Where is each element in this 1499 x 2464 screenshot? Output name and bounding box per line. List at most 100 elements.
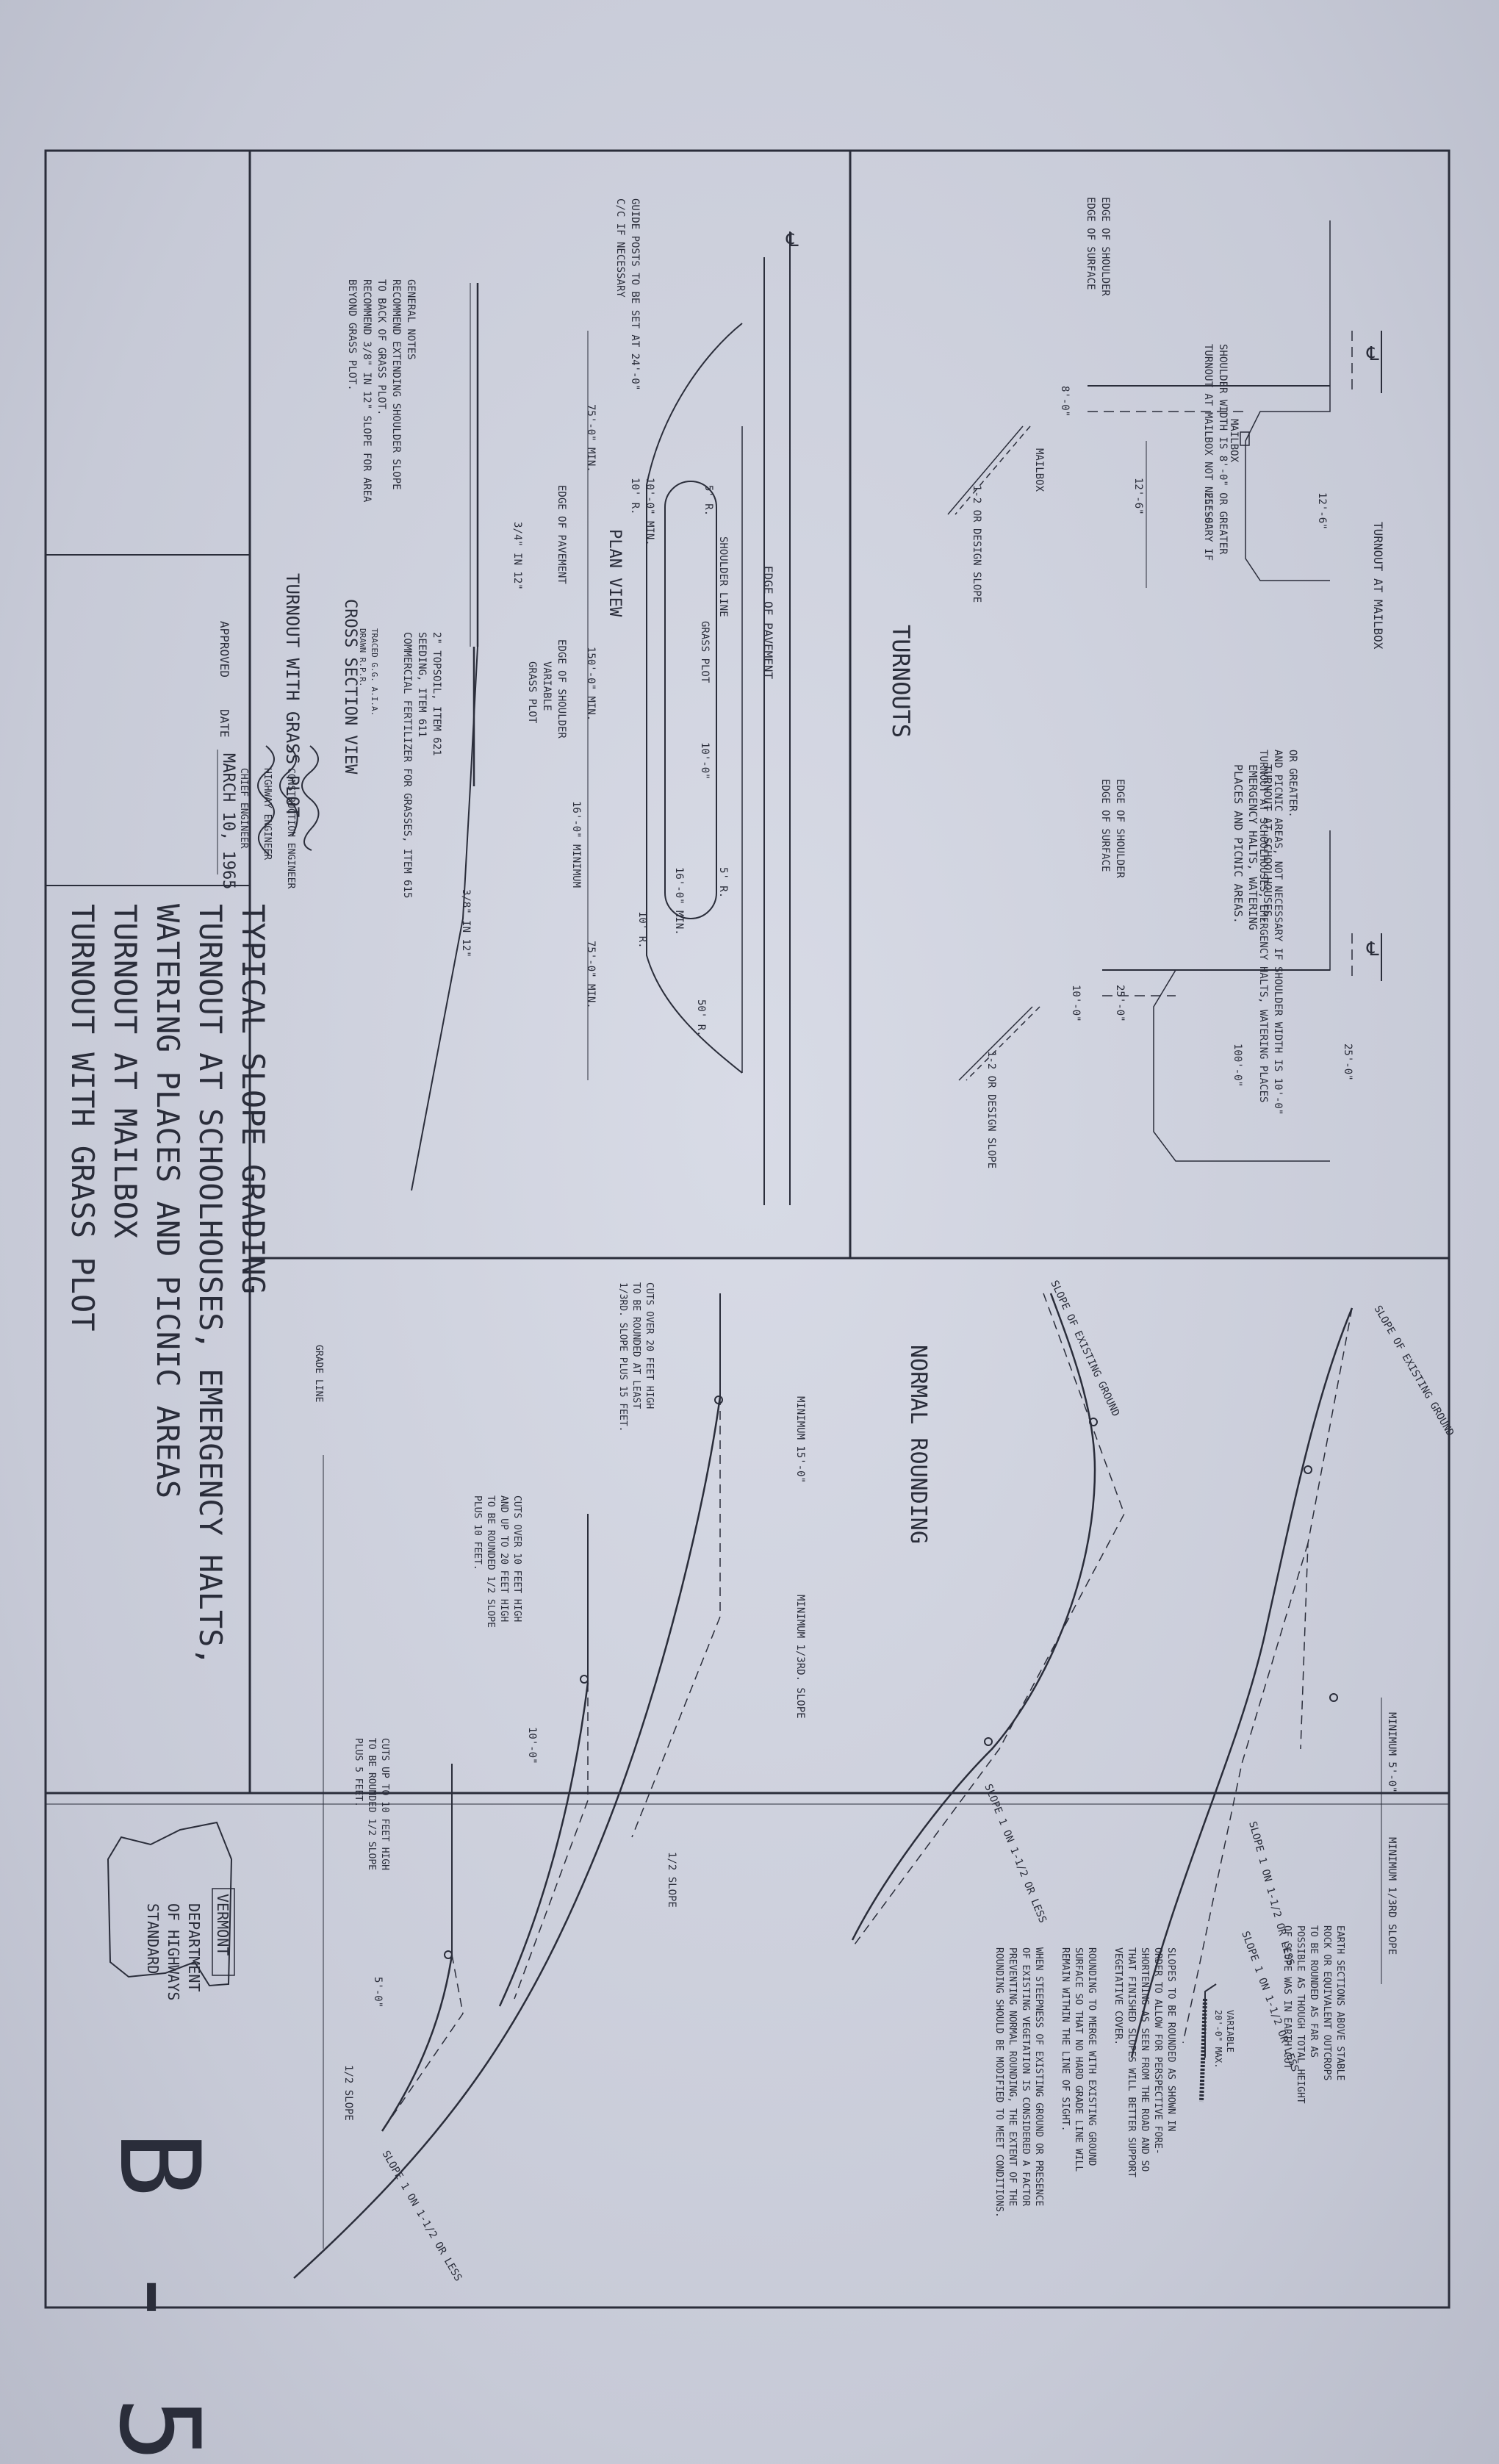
half-slope-2-group: 1/2 SLOPE — [342, 2065, 354, 2121]
school-title-2: EMERGENCY HALTS, WATERING — [1246, 764, 1259, 930]
role-highway: HIGHWAY ENGINEER — [262, 768, 273, 860]
state-label-box — [212, 1888, 235, 1976]
grass-edge-pavement: EDGE OF PAVEMENT — [761, 566, 775, 679]
earth-note-4: OF SLOPE WAS IN EARTH CUT — [1281, 1925, 1293, 2069]
agency-block: VERMONT DEPARTMENT OF HIGHWAYS STANDARD … — [95, 1821, 235, 2463]
earth-note-group: EARTH SECTIONS ABOVE STABLE ROCK OR EQUI… — [1281, 1925, 1345, 2104]
mailbox-edge-labels: EDGE OF SURFACE EDGE OF SHOULDER TURNOUT… — [1085, 197, 1229, 561]
cutup-note-2: PLUS 5 FEET. — [353, 1738, 364, 1807]
school-dim-2: 100'-0" — [1232, 1044, 1243, 1087]
half-slope-2: 1/2 SLOPE — [342, 2065, 354, 2121]
school-slope-line — [958, 1006, 1033, 1081]
rounding-note-7: SURFACE SO THAT NO HARD GRADE LINE WILL — [1073, 1947, 1084, 2172]
approved-label: APPROVED — [218, 621, 231, 678]
mailbox-slope-label: 1-2 OR DESIGN SLOPE — [971, 485, 982, 603]
variable-label: VARIABLE — [1225, 2010, 1235, 2052]
signature-construction — [301, 745, 320, 851]
school-slope-label: 1-2 OR DESIGN SLOPE — [985, 1051, 997, 1168]
role-chief: CHIEF ENGINEER — [238, 768, 249, 849]
cut20-note-2: 1/3RD. SLOPE PLUS 15 FEET. — [617, 1282, 628, 1432]
slope-c-group: SLOPE 1 ON 1-1/2 OR LESS — [380, 2149, 464, 2283]
cutup-curve — [381, 1954, 453, 2132]
agency-line-2: OF HIGHWAYS — [165, 1903, 182, 2000]
rounding-point-b2 — [984, 1737, 993, 1746]
section-edge-pavement: EDGE OF PAVEMENT — [556, 485, 567, 584]
cut20-curve — [293, 1396, 722, 2279]
mailbox-label-2: MAILBOX — [1033, 448, 1045, 492]
section-slope-1: 3/4" IN 12" — [511, 522, 523, 590]
agency-line-3: STANDARD — [144, 1903, 162, 1974]
mailbox-title-group: TURNOUT AT MAILBOX — [1371, 522, 1385, 650]
cutup-dim-group: 5'-0" — [372, 1977, 384, 2008]
cutup-note-0: CUTS UP TO 10 FEET HIGH — [379, 1738, 390, 1870]
rounding-note-2: SHORTENING AS SEEN FROM THE ROAD AND SO — [1139, 1947, 1150, 2172]
sheet-number: B - 5 — [95, 2131, 223, 2463]
approval-block: APPROVED DATE MARCH 10, 1965 CHIEF ENGIN… — [217, 621, 379, 889]
grass-plan-title-group: PLAN VIEW — [605, 529, 624, 617]
grass-dim-75a: 75'-0" MIN. — [585, 404, 597, 473]
section-edge-shoulder: EDGE OF SHOULDER — [556, 639, 567, 739]
title-block: TYPICAL SLOPE GRADING TURNOUT AT SCHOOLH… — [65, 904, 271, 1666]
school-edge-shoulder-label: EDGE OF SHOULDER — [1114, 779, 1126, 878]
turnouts-heading: TURNOUTS — [887, 625, 915, 738]
cut10-note-2: TO BE ROUNDED 1/2 SLOPE — [485, 1495, 496, 1628]
grass-dim-75b: 75'-0" MIN. — [585, 941, 597, 1009]
half-slope-1-group: 1/2 SLOPE — [666, 1852, 677, 1908]
grass-section-drawing — [411, 283, 479, 1191]
mailbox-dims: MAILBOX 12'-6" 25'-0" 12'-6" 8'-0" MAILB… — [1033, 386, 1328, 530]
cut10-dash — [514, 1683, 589, 2000]
rounding-note-8: REMAIN WITHIN THE LINE OF SIGHT. — [1060, 1947, 1071, 2131]
grass-guide-posts-2: C/C IF NECESSARY — [614, 198, 626, 298]
mailbox-label: MAILBOX — [1228, 419, 1240, 463]
rounding-min-13b: MINIMUM 1/3RD. SLOPE — [794, 1595, 806, 1719]
rounding-min-5: MINIMUM 5'-0" — [1386, 1712, 1398, 1793]
grass-heading-group: TURNOUT WITH GRASS PLOT — [282, 573, 303, 817]
mailbox-title: TURNOUT AT MAILBOX — [1371, 522, 1385, 650]
grass-dim-10-min: 10'-0" MIN. — [644, 478, 655, 546]
topsoil-3: COMMERCIAL FERTILIZER FOR GRASSES, ITEM … — [401, 632, 413, 898]
cutup-dash — [381, 1954, 464, 2132]
signature-highway — [279, 745, 298, 836]
school-centerline-symbol: ℄ — [1366, 938, 1379, 960]
school-edge-labels: EDGE OF SURFACE EDGE OF SHOULDER TURNOUT… — [1099, 750, 1298, 1115]
cut20-dims-group: MINIMUM 15'-0" MINIMUM 1/3RD. SLOPE — [794, 1396, 806, 1719]
mailbox-note-1: TURNOUT AT MAILBOX NOT NECESSARY IF — [1202, 344, 1214, 561]
mailbox-turnout-drawing — [947, 220, 1382, 588]
grade-line-label: GRADE LINE — [313, 1345, 324, 1402]
rounding-min-15: MINIMUM 15'-0" — [794, 1396, 806, 1483]
grass-guide-posts-1: GUIDE POSTS TO BE SET AT 24'-0" — [629, 198, 641, 390]
school-note-2: AND PICNIC AREAS, NOT NECESSARY IF SHOUL… — [1272, 750, 1284, 1115]
rounding-note-13: ROUNDING SHOULD BE MODIFIED TO MEET COND… — [993, 1947, 1004, 2218]
variable-max-group: VARIABLE 20'-0" MAX. — [1213, 2010, 1235, 2068]
cut20-note-0: CUTS OVER 20 FEET HIGH — [644, 1282, 655, 1409]
grass-dim-10: 10'-0" — [699, 742, 711, 780]
grass-dim-5r-b: 5' R. — [717, 867, 729, 898]
rounding-point-b1 — [1089, 1418, 1098, 1426]
rounding-curve-b — [851, 1293, 1096, 1941]
mailbox-turnout-outline — [1245, 220, 1331, 581]
signature-chief — [257, 745, 275, 855]
grass-heading: TURNOUT WITH GRASS PLOT — [282, 573, 303, 817]
school-dim-4: 10'-0" — [1070, 985, 1082, 1022]
grass-dim-10r: 10' R. — [636, 911, 648, 949]
grass-note-0: GENERAL NOTES — [405, 279, 417, 360]
rounding-lower-drawing — [293, 1293, 723, 2279]
vermont-state-icon — [107, 1821, 233, 1987]
rounding-note-6: ROUNDING TO MERGE WITH EXISTING GROUND — [1086, 1947, 1097, 2166]
section-grass-plot: GRASS PLOT — [526, 661, 538, 724]
sheet-border — [44, 149, 1451, 2309]
rounding-note-0: SLOPES TO BE ROUNDED AS SHOWN IN — [1165, 1947, 1176, 2131]
cutup-note-1: TO BE ROUNDED 1/2 SLOPE — [366, 1738, 377, 1870]
mailbox-dim-2: 25'-0" — [1202, 492, 1214, 530]
mailbox-centerline-symbol: ℄ — [1366, 343, 1379, 365]
school-slope-group: 1-2 OR DESIGN SLOPE — [985, 1051, 997, 1168]
existing-ground-1-group: SLOPE OF EXISTING GROUND — [1372, 1304, 1456, 1438]
topsoil-1: 2" TOPSOIL, ITEM 621 — [431, 632, 442, 756]
grass-shoulder-line-label: SHOULDER LINE — [717, 536, 729, 617]
school-dim-1: 25'-0" — [1114, 985, 1126, 1022]
state-label: VERMONT — [214, 1894, 231, 1955]
cut20-note-group: CUTS OVER 20 FEET HIGH TO BE ROUNDED AT … — [617, 1282, 655, 1432]
mailbox-dim-4: 8'-0" — [1059, 386, 1071, 417]
rounding-point-a1 — [1304, 1465, 1312, 1474]
cut10-point — [580, 1675, 589, 1684]
